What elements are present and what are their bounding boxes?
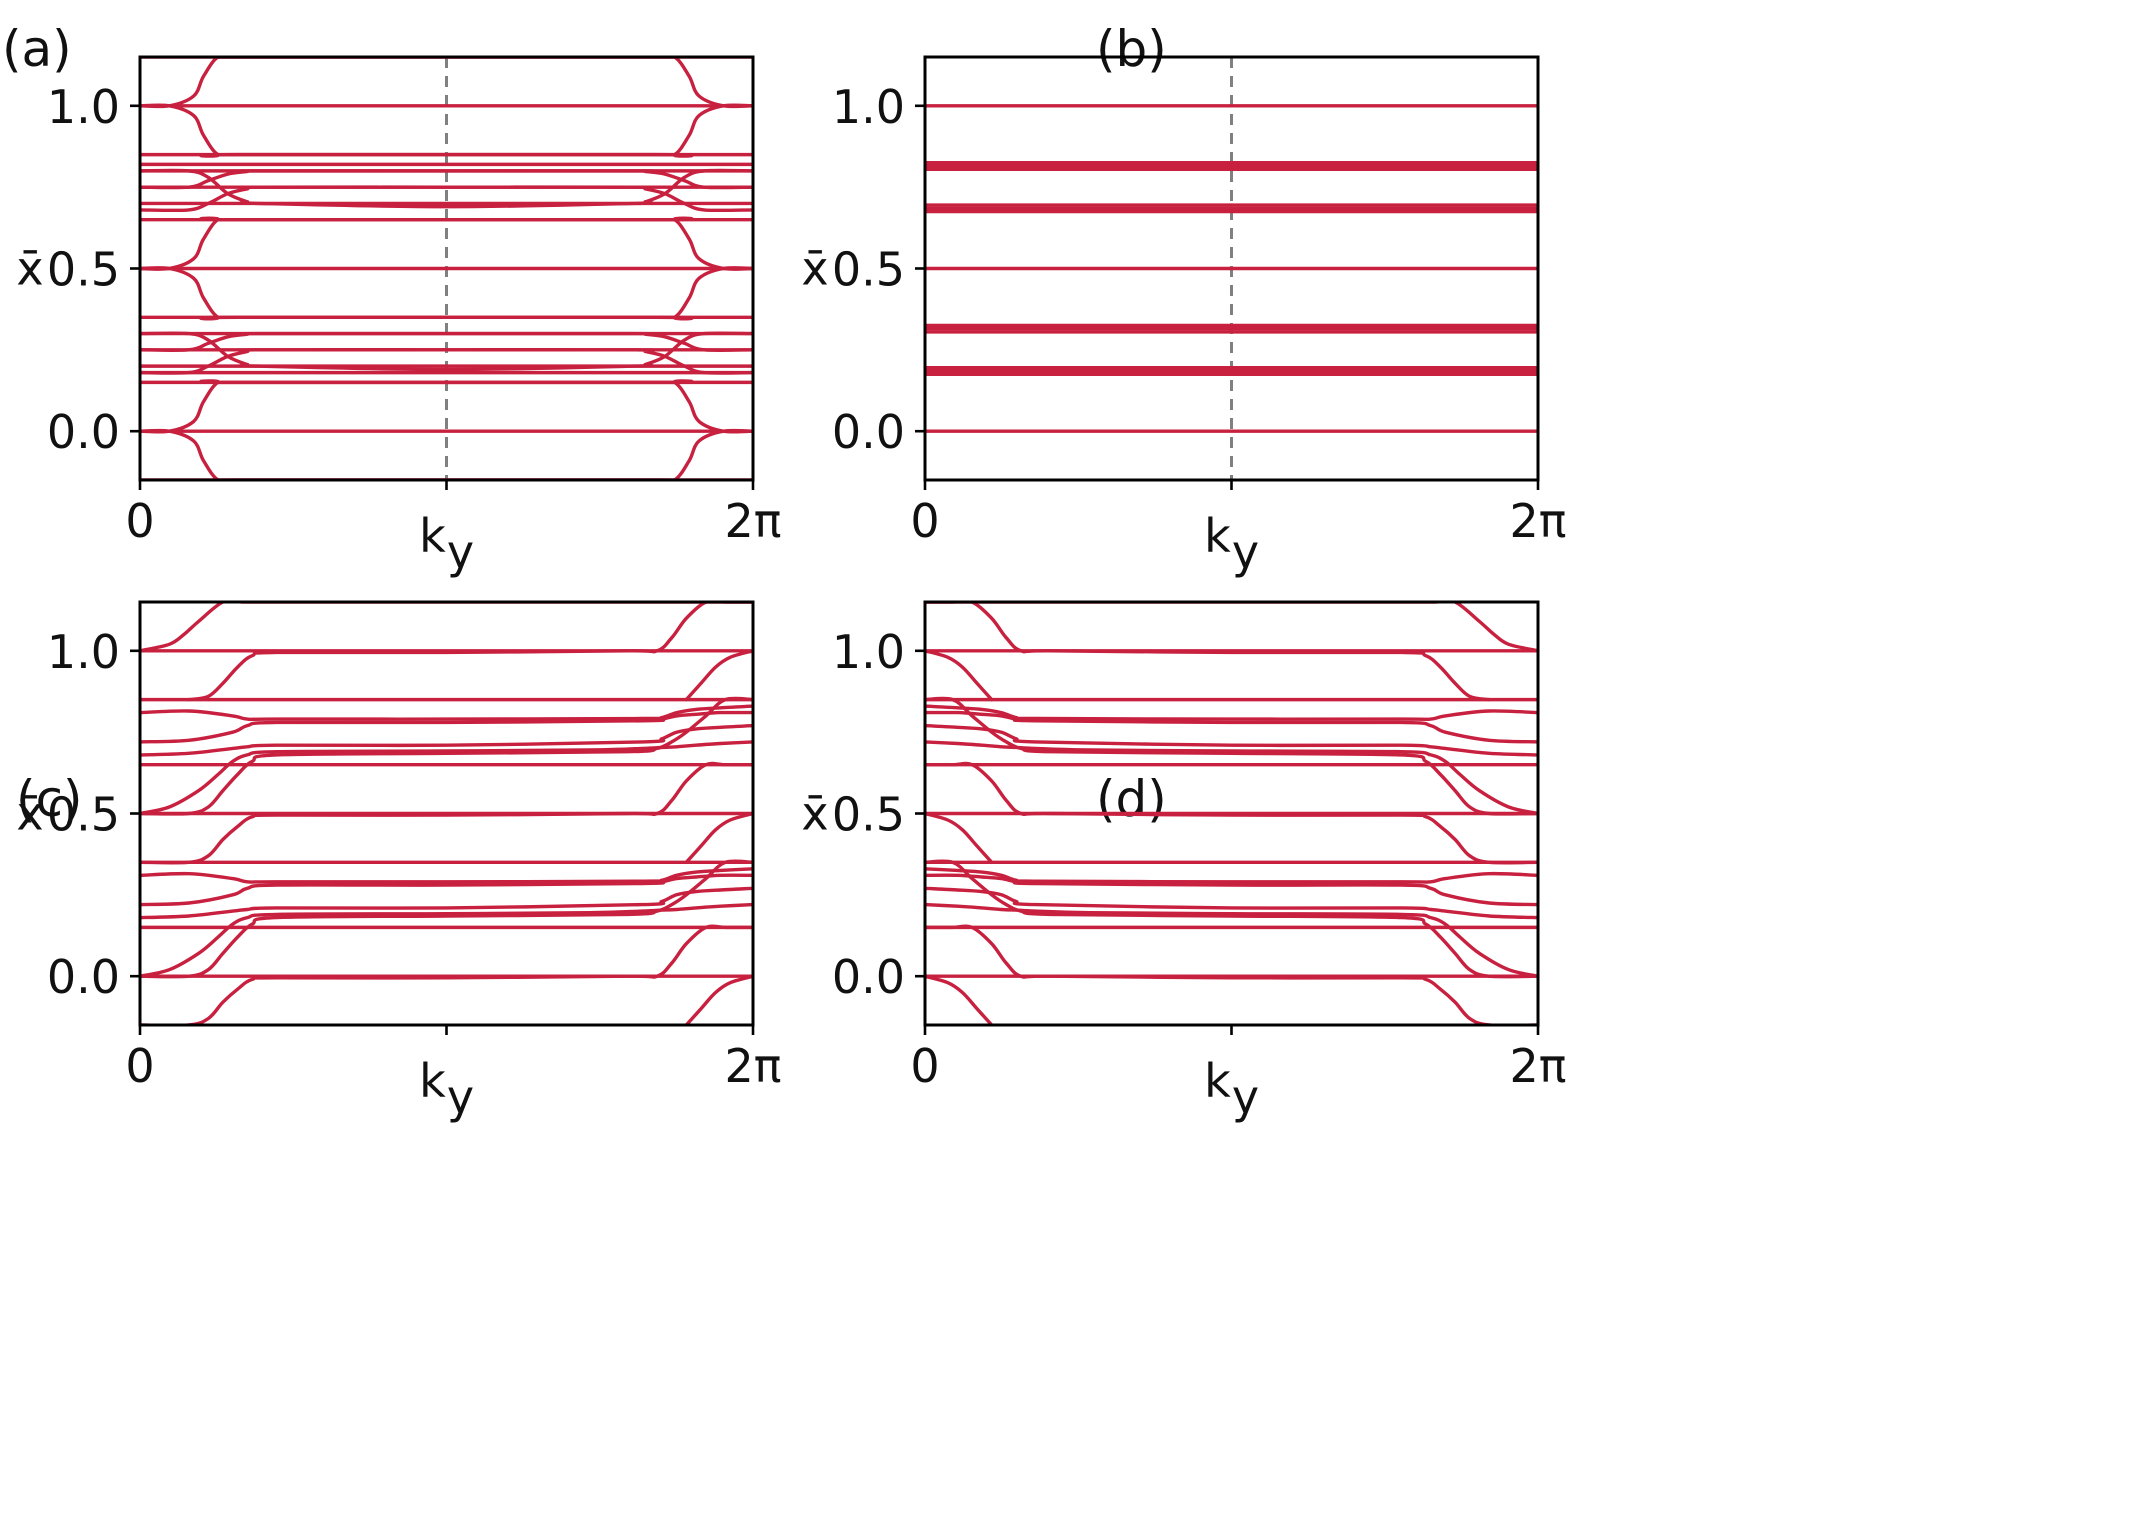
y-tick-label: 0.5 [832,243,905,297]
y-tick-label: 1.0 [47,625,120,679]
wannier-center-line [140,379,753,434]
x-axis-label-subscript: y [447,525,474,579]
panel-label-c: (c) [16,770,83,828]
y-tick-label: 0.0 [47,950,120,1004]
plot-area [140,57,753,480]
wannier-center-line [684,649,753,702]
plot-area [925,602,1538,1025]
y-tick-label: 1.0 [47,80,120,134]
wannier-center-line [140,216,753,271]
wannier-center-line [925,974,994,1025]
wannier-center-line [925,696,1538,816]
x-tick-label: 0 [910,494,939,548]
wannier-center-line [925,649,994,702]
wannier-center-line [140,873,753,907]
x-tick-label: 0 [910,1039,939,1093]
wannier-center-line [684,811,753,864]
wannier-center-line [140,710,753,744]
x-axis-label: k [1204,1054,1231,1108]
x-axis-label: k [1204,509,1231,563]
plot-area [140,602,753,1025]
y-axis-label: x̄ [16,787,43,841]
wannier-center-line [925,859,1538,979]
wannier-center-line [925,704,1538,722]
x-tick-label: 2π [1510,494,1567,548]
y-tick-label: 0.5 [832,788,905,842]
wannier-center-line [140,867,753,884]
y-tick-label: 1.0 [832,80,905,134]
y-tick-label: 0.0 [47,405,120,459]
wannier-center-line [925,924,1538,1025]
wannier-center-line [925,761,1538,865]
x-tick-label: 2π [725,494,782,548]
x-axis-label-subscript: y [1232,1070,1259,1124]
wannier-center-line [140,696,753,816]
wannier-center-line [140,57,753,109]
y-tick-label: 0.0 [832,405,905,459]
wannier-center-line [925,902,1538,978]
x-tick-label: 2π [1510,1039,1567,1093]
wannier-center-line [925,873,1538,907]
plot-area [925,57,1538,480]
wannier-center-line [140,428,753,480]
wannier-center-line [140,704,753,722]
y-tick-label: 0.0 [832,950,905,1004]
wannier-center-line [140,859,753,979]
wannier-center-line [140,331,753,352]
wannier-center-line [140,169,753,190]
wannier-center-line [187,602,753,702]
panel-label-a: (a) [2,20,72,78]
wannier-center-line [140,266,753,321]
wannier-center-line [140,723,753,757]
wannier-center-line [140,185,753,213]
wannier-center-line [140,924,753,1025]
y-tick-label: 0.5 [47,243,120,297]
wannier-center-line [925,723,1538,757]
wannier-center-line [925,811,994,864]
wannier-center-line [140,886,753,920]
x-tick-label: 0 [125,1039,154,1093]
panel-label-b: (b) [1096,20,1167,78]
wannier-center-line [925,602,1538,653]
wannier-center-line [140,761,753,865]
wannier-center-line [925,602,1491,702]
x-tick-label: 0 [125,494,154,548]
x-axis-label-subscript: y [1232,525,1259,579]
wannier-center-line [140,602,753,653]
x-tick-label: 2π [725,1039,782,1093]
y-axis-label: x̄ [16,242,43,296]
wannier-center-line [140,103,753,158]
x-axis-label: k [419,509,446,563]
wannier-center-line [925,740,1538,816]
wannier-center-line [140,902,753,978]
panel-label-d: (d) [1096,770,1167,828]
wannier-center-line [140,348,753,375]
wannier-center-line [925,886,1538,920]
wannier-center-line [925,710,1538,744]
wannier-center-line [925,867,1538,884]
y-axis-label: x̄ [801,787,828,841]
wannier-center-line [684,974,753,1025]
y-tick-label: 1.0 [832,625,905,679]
y-axis-label: x̄ [801,242,828,296]
wannier-center-line [140,740,753,816]
y-tick-label: 0.5 [47,788,120,842]
x-axis-label: k [419,1054,446,1108]
x-axis-label-subscript: y [447,1070,474,1124]
